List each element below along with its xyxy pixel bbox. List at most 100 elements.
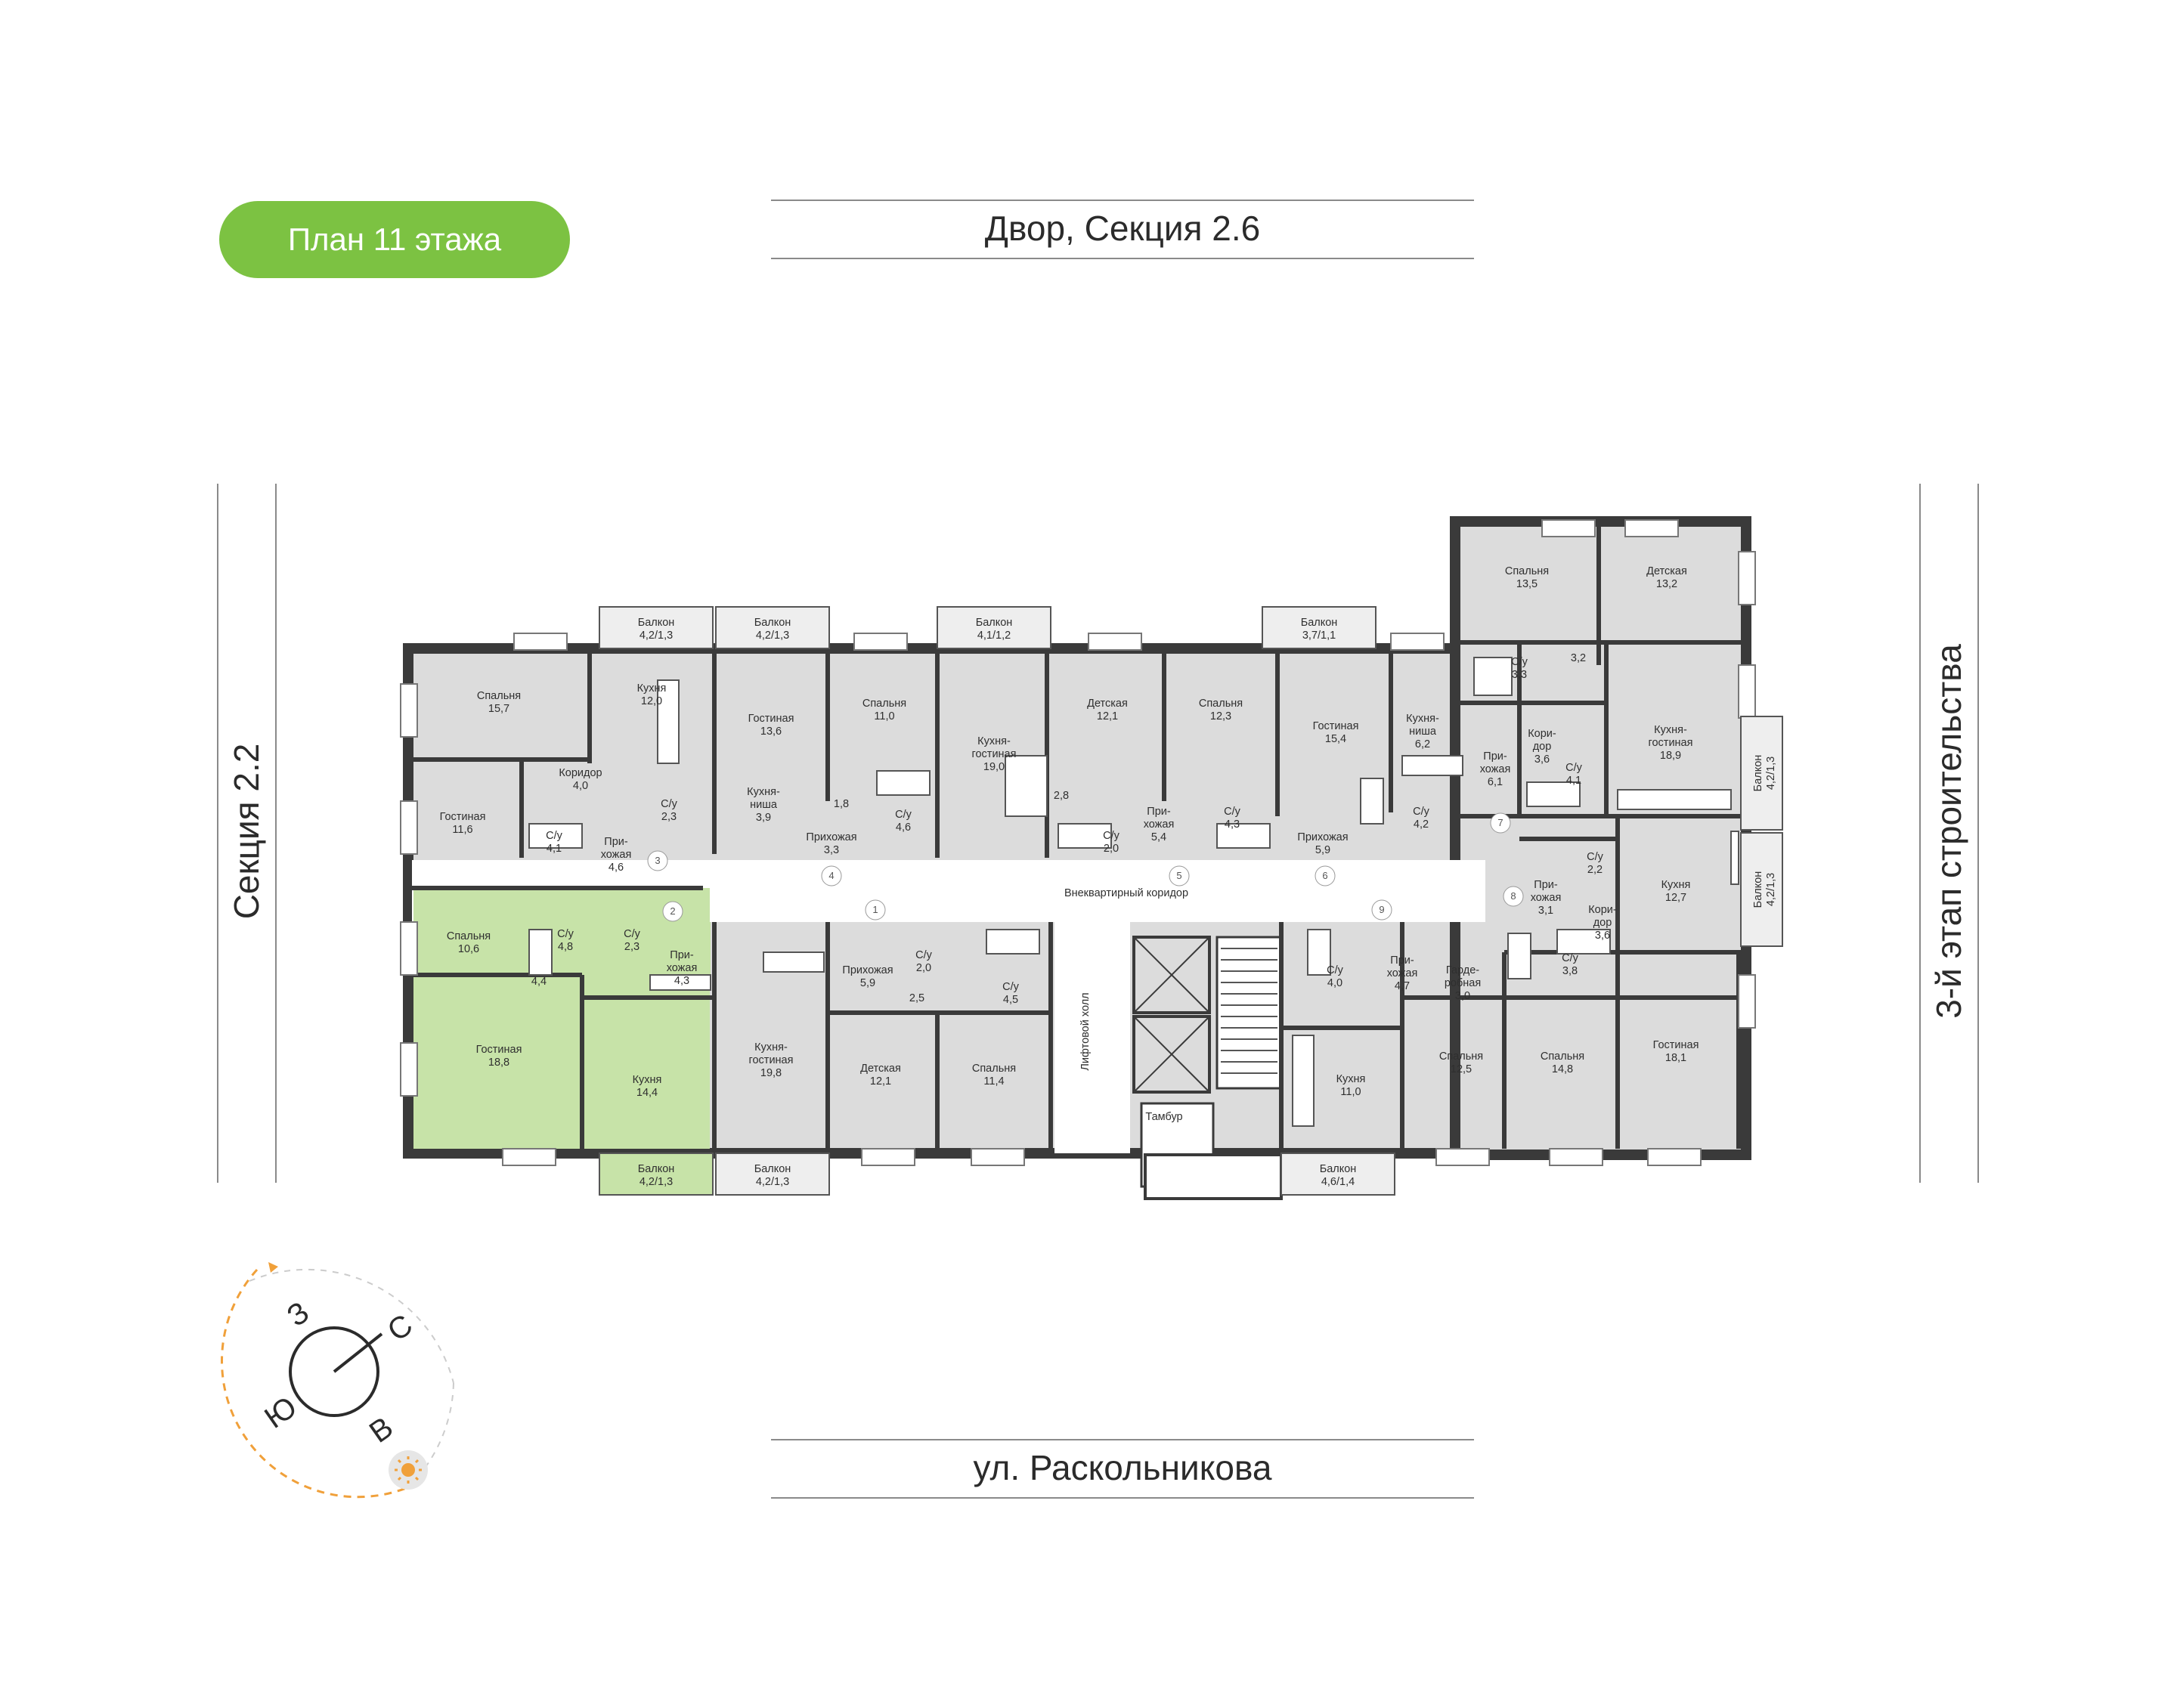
elevator-1 [1132,936,1211,1014]
apartment-number-marker [1169,865,1190,886]
heading-right-text: 3-й этап строительства [1929,644,1968,1019]
fixtures [528,657,1739,1127]
balcony-label-b8: Балкон4,2/1,3 [1752,755,1777,792]
interior-walls [412,525,1742,1149]
area-label: 1,8 [834,798,849,810]
heading-left: Секция 2.2 [217,484,277,1183]
sun-icon [389,1450,428,1490]
apartment-number-marker [1503,886,1524,907]
area-label: 2,8 [1054,790,1069,802]
heading-right: 3-й этап строительства [1919,484,1979,1183]
floor-badge[interactable]: План 11 этажа [219,201,570,278]
elevator-2 [1132,1015,1211,1094]
apartment-number: 9 [1379,904,1384,915]
heading-left-text: Секция 2.2 [227,744,266,920]
apartment-number: 2 [670,905,675,917]
compass: З С Ю В [221,1262,454,1499]
staircase [1215,936,1283,1090]
apartment-number-marker [662,901,683,922]
apartment-number: 7 [1497,817,1503,828]
apartment-number: 6 [1322,870,1327,881]
heading-bottom-text: ул. Раскольникова [974,1448,1272,1487]
area-label: 2,5 [909,992,924,1004]
heading-bottom: ул. Раскольникова [771,1439,1474,1499]
misc-numbers: 1,82,82,54,43,2 [531,652,1586,1004]
lift-hall [1054,922,1130,1153]
heading-top: Двор, Секция 2.6 [771,200,1474,259]
compass-south: Ю [259,1391,302,1435]
corridor-label: Внеквартирный коридор [1064,887,1188,899]
building: Спальня15,7Кухня12,0Гостиная13,6Спальня1… [400,516,1783,1200]
arrow-icon [268,1262,278,1273]
apartment-number: 4 [828,870,834,881]
apartment-number-marker [1371,899,1392,921]
compass-needle [333,1332,383,1373]
sun-path [221,1268,409,1499]
apartment-number-marker [647,850,668,871]
lift-hall-label: Лифтовой холл [1079,992,1092,1070]
compass-west: З [281,1295,315,1333]
compass-east: В [364,1411,399,1450]
apartment-number-marker [1490,812,1511,834]
entry-block [1144,1153,1283,1200]
apartment-number-marker [865,899,886,921]
balconies [599,606,1783,1196]
area-label: 4,4 [531,976,547,988]
heading-top-text: Двор, Секция 2.6 [985,209,1260,248]
apartment-number: 5 [1176,870,1181,881]
apartment-number: 8 [1510,890,1516,902]
apartment-number-marker [821,865,842,886]
balcony-label-b9: Балкон4,2/1,3 [1752,871,1777,908]
